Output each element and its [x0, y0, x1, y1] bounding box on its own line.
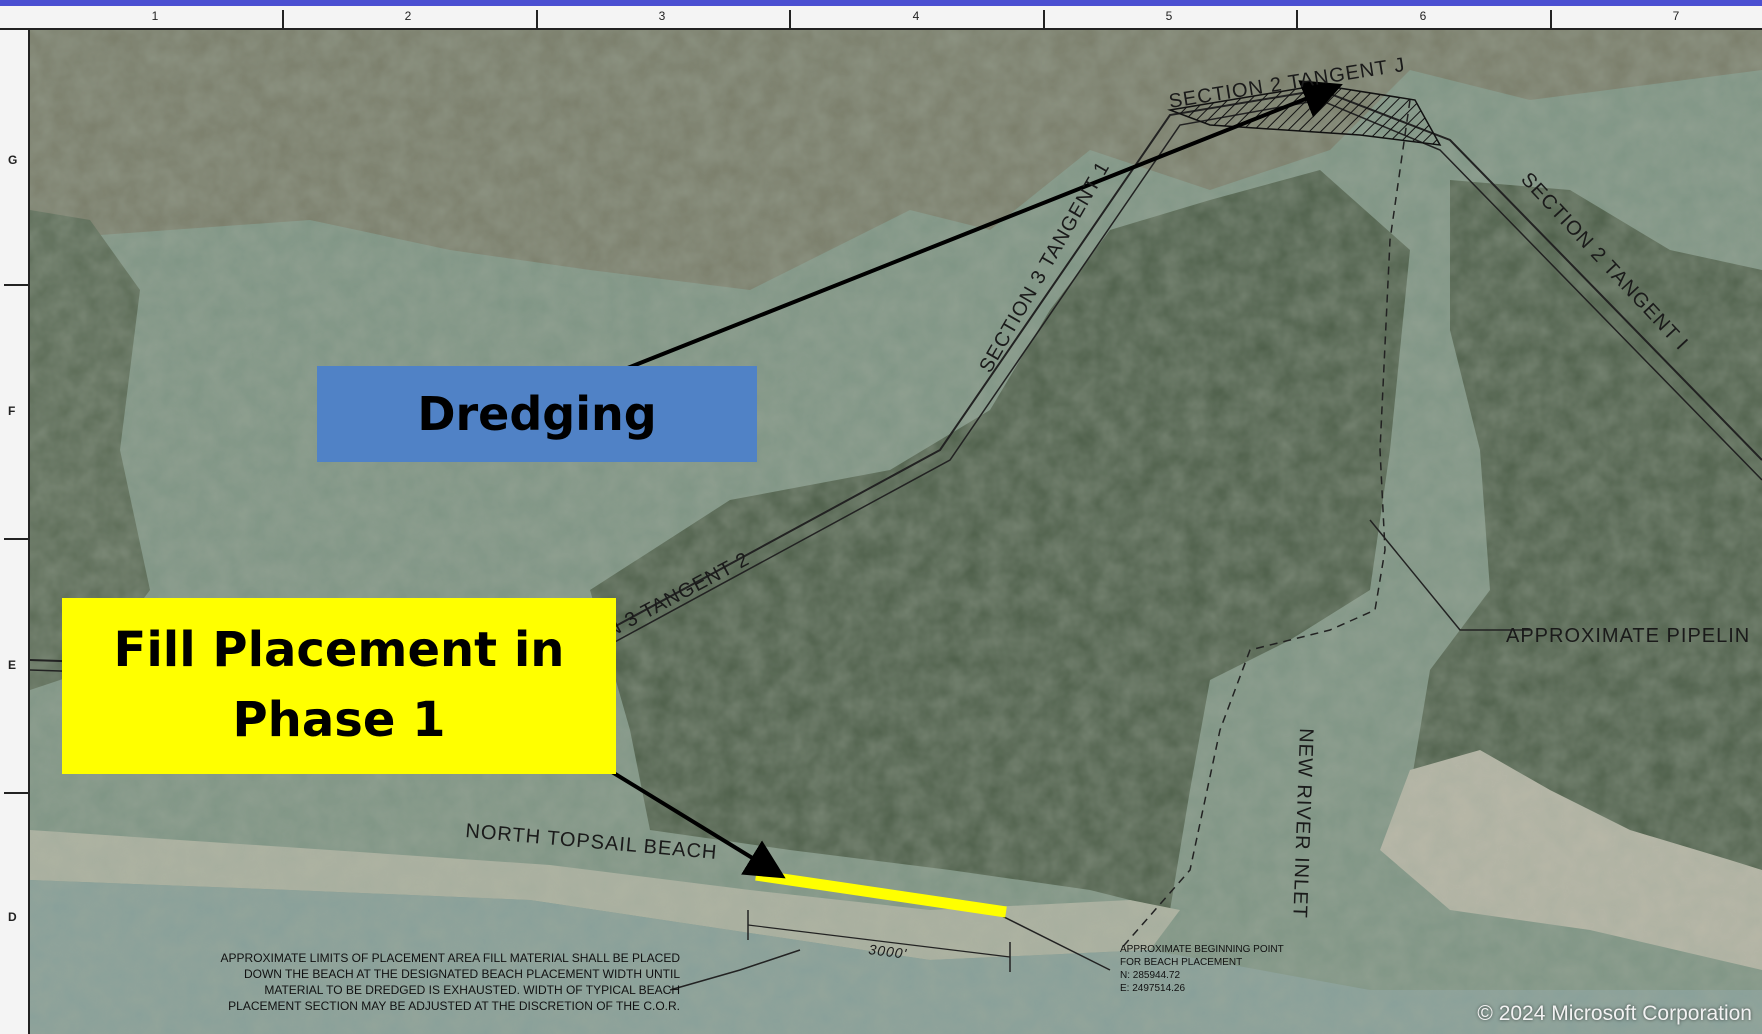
column-label: 2: [404, 9, 412, 23]
pipeline-leader: [1369, 519, 1530, 631]
column-tick: [1043, 10, 1045, 30]
beginning-note-line: E: 2497514.26: [1120, 983, 1185, 994]
dimension-line: [747, 924, 1011, 958]
row-ruler: G F E D: [0, 30, 30, 1034]
row-label: F: [8, 404, 16, 418]
column-label: 7: [1672, 9, 1680, 23]
limits-leader: [669, 949, 801, 991]
column-tick: [789, 10, 791, 30]
terrain-texture: [30, 30, 1762, 1034]
row-tick: [4, 284, 30, 286]
dredging-callout-text: Dredging: [417, 387, 657, 441]
beginning-point-leader: [989, 909, 1111, 971]
column-label: 5: [1165, 9, 1173, 23]
aerial-map: SECTION 2 TANGENT J SECTION 3 TANGENT 1 …: [30, 30, 1762, 1034]
dredging-arrow: [609, 80, 1343, 377]
limits-note-line: DOWN THE BEACH AT THE DESIGNATED BEACH P…: [244, 967, 680, 981]
limits-note-line: PLACEMENT SECTION MAY BE ADJUSTED AT THE…: [228, 999, 680, 1013]
fill-placement-callout: Fill Placement in Phase 1: [62, 598, 616, 774]
column-ruler: 1 2 3 4 5 6 7: [0, 6, 1762, 30]
column-label: 4: [912, 9, 920, 23]
dredging-callout: Dredging: [317, 366, 757, 462]
fill-callout-line1: Fill Placement in: [113, 622, 565, 679]
pipeline-route: [1119, 99, 1411, 951]
beginning-note-line: N: 285944.72: [1120, 970, 1180, 981]
column-label: 3: [658, 9, 666, 23]
column-tick: [536, 10, 538, 30]
row-label: E: [8, 658, 17, 672]
column-tick: [282, 10, 284, 30]
fill-arrow: [610, 770, 786, 879]
row-tick: [4, 792, 30, 794]
fill-callout-line2: Phase 1: [232, 692, 446, 748]
beginning-note-line: APPROXIMATE BEGINNING POINT: [1120, 944, 1284, 955]
column-label: 1: [151, 9, 159, 23]
row-label: G: [8, 153, 18, 167]
row-label: D: [8, 910, 17, 924]
row-tick: [4, 538, 30, 540]
fill-placement-line: [755, 869, 1007, 918]
column-tick: [1296, 10, 1298, 30]
limits-note-line: APPROXIMATE LIMITS OF PLACEMENT AREA FIL…: [221, 951, 681, 965]
copyright-notice: © 2024 Microsoft Corporation: [1477, 1002, 1752, 1025]
label-pipeline: APPROXIMATE PIPELIN: [1506, 625, 1750, 647]
label-dimension: 3000': [868, 941, 909, 962]
column-label: 6: [1419, 9, 1427, 23]
limits-note-line: MATERIAL TO BE DREDGED IS EXHAUSTED. WID…: [264, 983, 680, 997]
column-tick: [1550, 10, 1552, 30]
beginning-note-line: FOR BEACH PLACEMENT: [1120, 957, 1242, 968]
